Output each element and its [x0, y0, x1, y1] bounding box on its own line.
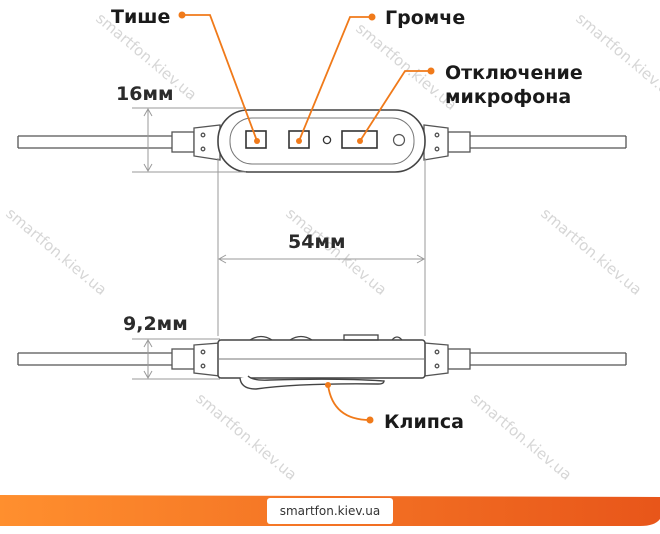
mic-mute-button[interactable]	[341, 130, 378, 149]
indicator-dot	[392, 133, 406, 147]
watermark: smartfon.kiev.ua	[467, 389, 575, 484]
watermark: smartfon.kiev.ua	[572, 9, 660, 104]
callout-dots	[178, 11, 435, 424]
callout-line-mute	[359, 70, 431, 142]
height-dimension	[132, 107, 246, 173]
cable-right	[465, 135, 627, 149]
strain-relief-left	[171, 124, 221, 161]
callout-line-quieter	[182, 14, 258, 142]
label-mute-line2: микрофона	[445, 86, 571, 108]
side-strain-relief-left	[171, 342, 221, 377]
banner-site-label[interactable]: smartfon.kiev.ua	[280, 504, 381, 518]
label-clip: Клипса	[384, 411, 464, 433]
side-button-bump	[289, 335, 313, 341]
watermark: smartfon.kiev.ua	[537, 204, 645, 299]
callouts	[182, 14, 431, 421]
height-dimension-label: 16мм	[116, 83, 174, 105]
side-button-bump	[249, 335, 273, 341]
thickness-dimension	[132, 338, 220, 380]
remote-panel	[229, 117, 415, 165]
thickness-dimension-label: 9,2мм	[123, 313, 188, 335]
clip	[239, 375, 385, 390]
watermark: smartfon.kiev.ua	[2, 204, 110, 299]
label-mute-line1: Отключение	[445, 62, 583, 84]
side-button-bump	[343, 334, 379, 341]
side-view	[17, 334, 627, 390]
footer-banner: smartfon.kiev.ua	[0, 495, 660, 526]
label-quieter: Тише	[111, 6, 170, 28]
callout-line-clip	[327, 384, 371, 421]
label-louder: Громче	[385, 7, 465, 29]
front-view	[17, 109, 627, 173]
side-cable-right	[465, 352, 627, 366]
volume-up-button[interactable]	[288, 130, 310, 149]
remote-body	[217, 109, 426, 173]
microphone-hole	[322, 135, 332, 145]
volume-down-button[interactable]	[245, 130, 267, 149]
side-cable-left	[17, 352, 176, 366]
cable-left	[17, 135, 176, 149]
width-dimension-label: 54мм	[288, 231, 346, 253]
callout-line-louder	[298, 16, 372, 142]
side-strain-relief-right	[423, 342, 471, 377]
side-button-bump	[391, 336, 403, 341]
strain-relief-right	[423, 124, 471, 161]
watermark: smartfon.kiev.ua	[192, 389, 300, 484]
width-dimension	[217, 158, 426, 336]
